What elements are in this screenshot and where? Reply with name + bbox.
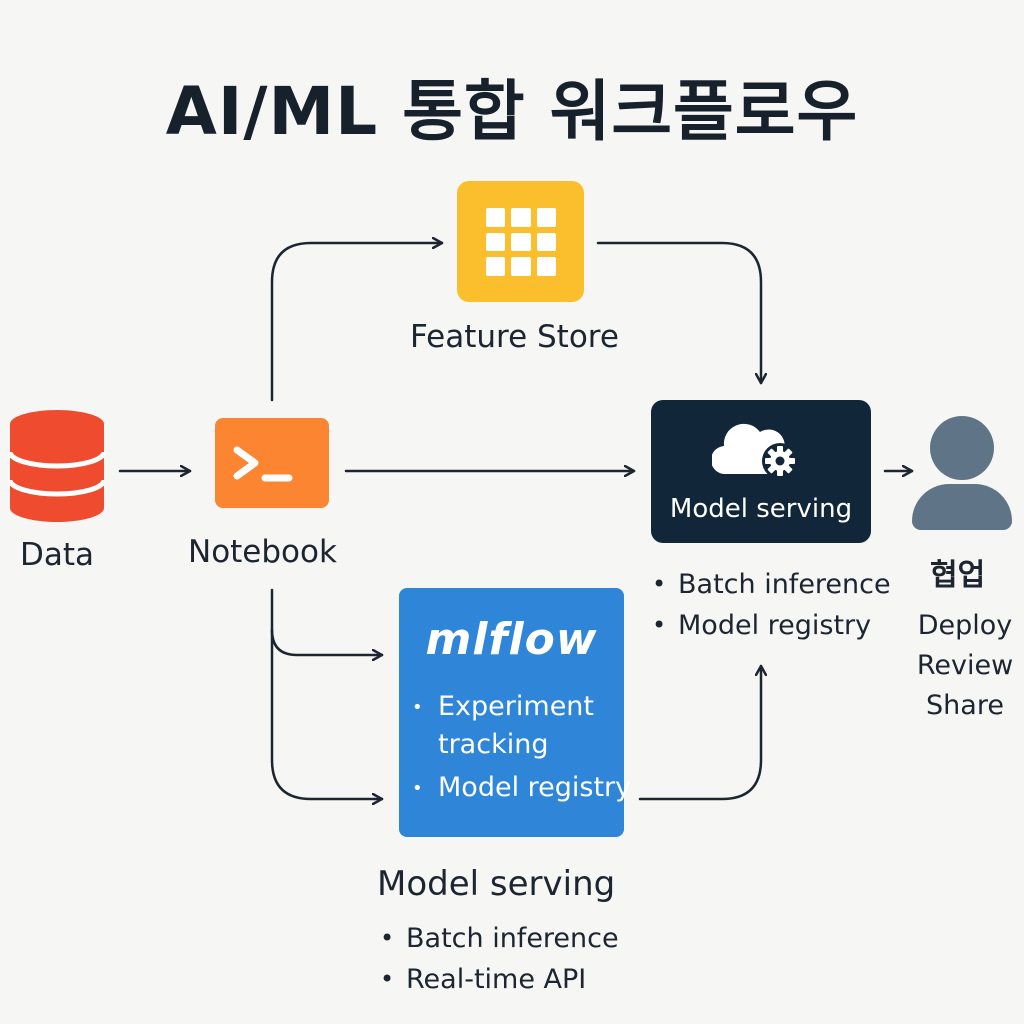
list-item: Share	[926, 690, 1004, 721]
user-icon	[930, 416, 994, 480]
arrow-mlflow-serving	[638, 664, 761, 801]
collab-list: Deploy Review Share	[910, 606, 1020, 726]
page-title: AI/ML 통합 워크플로우	[165, 73, 859, 150]
cloud-gear-icon	[712, 423, 798, 479]
arrow-feature-store-serving	[596, 241, 761, 385]
database-icon	[8, 410, 106, 522]
list-item: Batch inference	[380, 918, 619, 959]
arrow-notebook-feature-store	[270, 243, 444, 402]
list-item: Model registry	[412, 768, 631, 809]
arrow-notebook-mlflow-top	[270, 588, 384, 655]
list-item: Model registry	[652, 605, 891, 646]
user-icon-body	[912, 484, 1012, 530]
list-item: Batch inference	[652, 564, 891, 605]
notebook-label: Notebook	[188, 534, 337, 570]
notebook-node	[215, 418, 329, 508]
mlflow-list: Experiment tracking Model registry	[412, 688, 631, 809]
bottom-list: Batch inference Real-time API	[380, 918, 619, 1000]
list-item: Review	[916, 650, 1014, 681]
bottom-section-title: Model serving	[377, 864, 616, 904]
arrow-notebook-mlflow-bottom	[270, 628, 384, 799]
list-item: Real-time API	[380, 959, 619, 1000]
model-serving-list: Batch inference Model registry	[652, 564, 891, 646]
feature-store-label: Feature Store	[410, 319, 619, 355]
data-label: Data	[20, 537, 95, 573]
mlflow-logo: mlflow	[425, 614, 598, 665]
list-item: Experiment tracking	[412, 688, 618, 764]
terminal-icon	[233, 446, 293, 482]
list-item: Deploy	[917, 610, 1013, 641]
model-serving-label: Model serving	[669, 494, 853, 524]
grid-icon	[486, 208, 556, 276]
collab-label: 협업	[930, 558, 986, 593]
